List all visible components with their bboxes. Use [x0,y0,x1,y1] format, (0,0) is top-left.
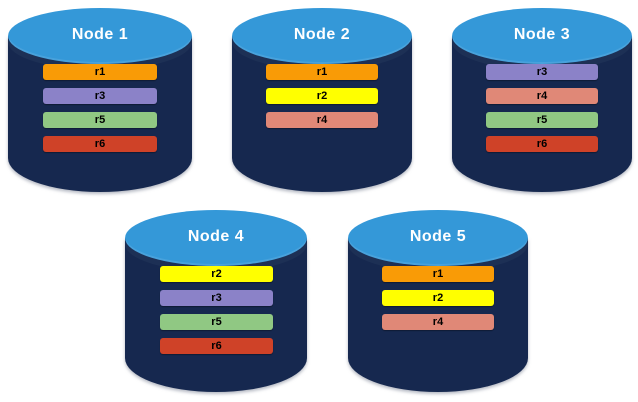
node-3-row-r4[interactable]: r4 [486,88,598,104]
cylinder-top [348,210,528,266]
node-5-row-r2[interactable]: r2 [382,290,494,306]
node-3-row-r5[interactable]: r5 [486,112,598,128]
node-4-row-r6[interactable]: r6 [160,338,273,354]
node-4-row-r5[interactable]: r5 [160,314,273,330]
node-5-row-r1[interactable]: r1 [382,266,494,282]
node-2-row-r1[interactable]: r1 [266,64,378,80]
node-5-rows: r1 r2 r4 [382,266,494,330]
node-3-row-r6[interactable]: r6 [486,136,598,152]
node-3-row-r3[interactable]: r3 [486,64,598,80]
node-3-rows: r3 r4 r5 r6 [486,64,598,152]
node-2-title: Node 2 [293,26,351,43]
cylinder-top [8,8,192,64]
node-4[interactable]: Node 4 r2 r3 r5 r6 [125,210,307,392]
node-1-title: Node 1 [71,26,129,43]
node-2-row-r2[interactable]: r2 [266,88,378,104]
cylinder-top [125,210,307,266]
cylinder-top [232,8,412,64]
node-3[interactable]: Node 3 r3 r4 r5 r6 [452,8,632,192]
node-1-row-r3[interactable]: r3 [43,88,157,104]
node-1-row-r1[interactable]: r1 [43,64,157,80]
node-4-row-r3[interactable]: r3 [160,290,273,306]
node-1-row-r5[interactable]: r5 [43,112,157,128]
node-4-row-r2[interactable]: r2 [160,266,273,282]
node-2-rows: r1 r2 r4 [266,64,378,128]
node-5[interactable]: Node 5 r1 r2 r4 [348,210,528,392]
node-4-title: Node 4 [187,228,245,245]
cylinder-top [452,8,632,64]
node-1-row-r6[interactable]: r6 [43,136,157,152]
node-4-rows: r2 r3 r5 r6 [160,266,273,354]
node-5-title: Node 5 [409,228,467,245]
node-2[interactable]: Node 2 r1 r2 r4 [232,8,412,192]
node-1[interactable]: Node 1 r1 r3 r5 r6 [8,8,192,192]
node-2-row-r4[interactable]: r4 [266,112,378,128]
node-1-rows: r1 r3 r5 r6 [43,64,157,152]
node-3-title: Node 3 [513,26,571,43]
node-5-row-r4[interactable]: r4 [382,314,494,330]
